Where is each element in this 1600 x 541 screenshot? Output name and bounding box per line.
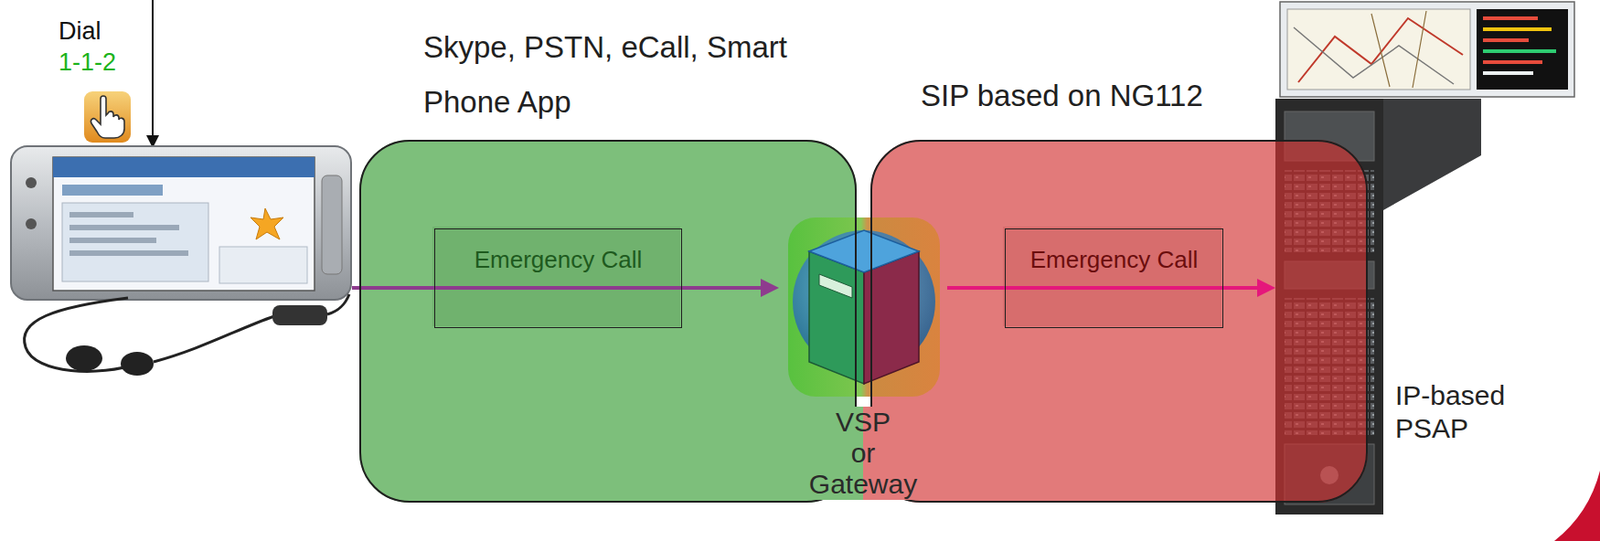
tablet-button bbox=[25, 177, 37, 189]
screen-line bbox=[69, 212, 134, 218]
message-box: Emergency Call bbox=[1004, 228, 1224, 329]
tablet-side bbox=[321, 175, 342, 275]
psap-node: IP-based PSAP bbox=[1275, 0, 1578, 515]
screen-line bbox=[69, 237, 157, 244]
box-label: Emergency Call bbox=[1030, 245, 1199, 275]
map-line bbox=[1371, 10, 1427, 88]
gateway-icon-bg bbox=[788, 217, 940, 397]
tablet-device bbox=[10, 146, 352, 376]
dial-number: 1-1-2 bbox=[58, 47, 117, 77]
screen-panel bbox=[219, 246, 308, 284]
network-region: Skype, PSTN, eCall, Smart Phone AppEmerg… bbox=[359, 139, 857, 503]
message-box: Emergency Call bbox=[434, 228, 683, 329]
corner-swoosh bbox=[1554, 470, 1600, 541]
monitor-panel bbox=[1476, 9, 1568, 90]
earbud bbox=[65, 345, 103, 372]
red-call-fill bbox=[1002, 226, 1222, 327]
tablet-body bbox=[10, 146, 352, 300]
rack-side bbox=[1383, 98, 1482, 211]
psap-label: IP-based PSAP bbox=[1395, 379, 1524, 446]
panel-line bbox=[1482, 16, 1538, 21]
monitor-frame bbox=[1280, 1, 1575, 97]
screen-line bbox=[69, 250, 189, 256]
panel-line bbox=[1482, 27, 1552, 32]
screen-header bbox=[53, 157, 315, 178]
headphone-cable bbox=[153, 316, 275, 363]
hand-shape bbox=[90, 96, 125, 139]
panel-line bbox=[1482, 60, 1543, 64]
hand-pointer-icon bbox=[84, 91, 131, 143]
headphone-cable bbox=[327, 294, 350, 315]
call-arrow-head bbox=[760, 278, 779, 298]
gateway-server-icon bbox=[788, 217, 940, 397]
call-arrow-line bbox=[352, 286, 763, 290]
gateway-node: VSP or Gateway bbox=[782, 213, 944, 501]
earbud bbox=[120, 352, 154, 376]
headphone-remote bbox=[272, 305, 328, 326]
dial-arrow-line bbox=[151, 0, 154, 138]
panel-line bbox=[1482, 49, 1557, 54]
tablet-screen bbox=[53, 157, 315, 291]
region-heading: Skype, PSTN, eCall, Smart Phone App bbox=[423, 20, 817, 130]
cube-top-face bbox=[809, 230, 919, 273]
red-region-fill bbox=[870, 139, 1368, 503]
green-region-fill bbox=[359, 139, 857, 503]
box-label: Emergency Call bbox=[474, 245, 643, 275]
map-line bbox=[1293, 27, 1454, 85]
hand-icon-bg bbox=[84, 91, 131, 143]
cube-slot bbox=[819, 274, 853, 299]
cube-right-face bbox=[864, 251, 919, 384]
screen-bar bbox=[62, 184, 163, 196]
network-region: SIP based on NG112Emergency Call bbox=[870, 139, 1368, 503]
screen-starburst bbox=[250, 208, 284, 240]
gateway-label: VSP or Gateway bbox=[803, 406, 923, 501]
panel-line bbox=[1482, 38, 1529, 43]
panel-line bbox=[1482, 71, 1534, 75]
region-heading: SIP based on NG112 bbox=[920, 68, 1204, 124]
green-call-fill bbox=[432, 226, 681, 327]
tablet-button bbox=[25, 218, 37, 230]
headphone-cable bbox=[24, 298, 138, 372]
arrowhead bbox=[1257, 278, 1276, 298]
screen-panel bbox=[62, 202, 209, 282]
screen-line bbox=[69, 224, 180, 231]
connector-arrow bbox=[947, 286, 1258, 290]
monitor-map bbox=[1287, 9, 1471, 90]
dial-text: Dial bbox=[58, 16, 102, 46]
